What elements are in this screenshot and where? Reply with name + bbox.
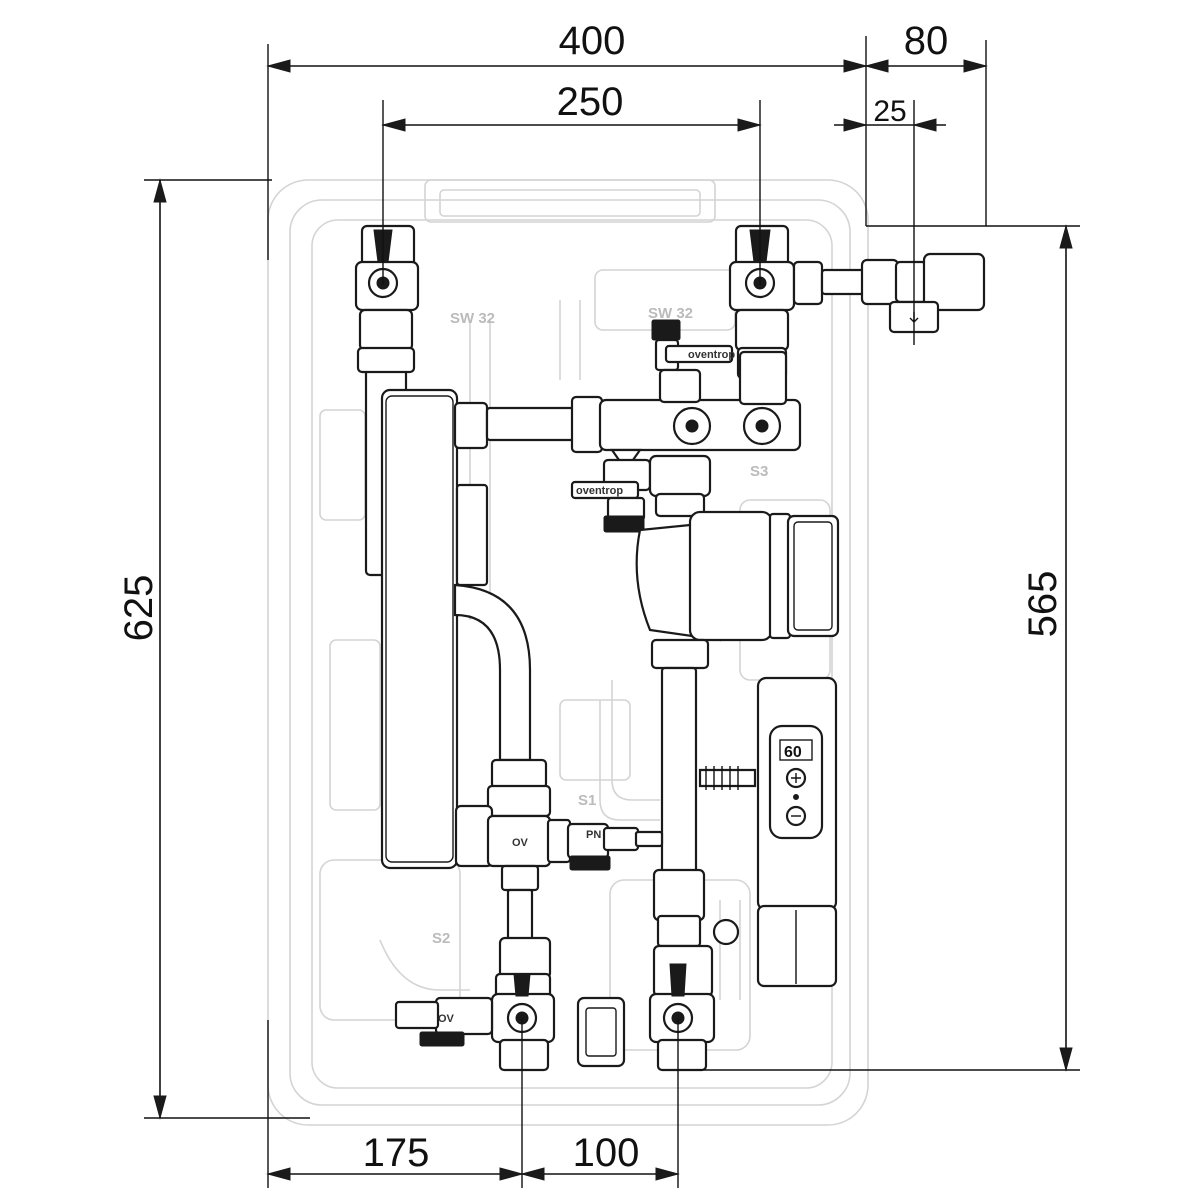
bottom-left-ball-valve: OV	[394, 972, 556, 1072]
bottom-right-ball-valve	[648, 918, 740, 1072]
circulation-pump	[635, 454, 840, 670]
controller-unit: 60	[756, 676, 838, 988]
dim-width-80: 80	[904, 19, 949, 63]
label-s3: S3	[750, 463, 768, 480]
dim-width-25: 25	[873, 95, 906, 128]
mounting-plug	[576, 996, 626, 1068]
manifold	[453, 350, 802, 472]
heat-exchanger	[364, 363, 489, 870]
top-left-ball-valve	[354, 224, 420, 374]
safety-valve	[820, 252, 986, 334]
temperature-sensor	[698, 766, 757, 790]
valve-mark: OV	[512, 837, 529, 849]
brand-middle: oventrop	[576, 485, 623, 497]
flow-meter-assembly: OV PN 16	[454, 758, 664, 980]
dim-bottom-175: 175	[363, 1131, 430, 1175]
label-s1: S1	[578, 792, 596, 809]
valve-mark-bottom: OV	[438, 1013, 455, 1025]
dim-height-565: 565	[1021, 571, 1065, 638]
dimension-labels: 400 80 250 25 625 565 175 100	[117, 19, 1065, 1175]
controller-display: 60	[784, 744, 802, 761]
brand-top: oventrop	[688, 349, 735, 361]
dim-width-400: 400	[559, 19, 626, 63]
housing-labels: SW 32 SW 32 S1 S2 S3	[432, 305, 768, 947]
label-s2: S2	[432, 930, 450, 947]
return-pipe	[652, 666, 706, 948]
dim-bottom-100: 100	[573, 1131, 640, 1175]
vent-valve-middle: oventrop	[570, 458, 652, 533]
vent-valve-top: oventrop	[651, 319, 735, 404]
label-sw-right: SW 32	[648, 305, 693, 322]
dim-width-250: 250	[557, 80, 624, 124]
dim-height-625: 625	[117, 575, 161, 642]
connecting-pipe	[453, 583, 532, 762]
label-sw-left: SW 32	[450, 310, 495, 327]
dimension-lines	[144, 36, 1080, 1188]
